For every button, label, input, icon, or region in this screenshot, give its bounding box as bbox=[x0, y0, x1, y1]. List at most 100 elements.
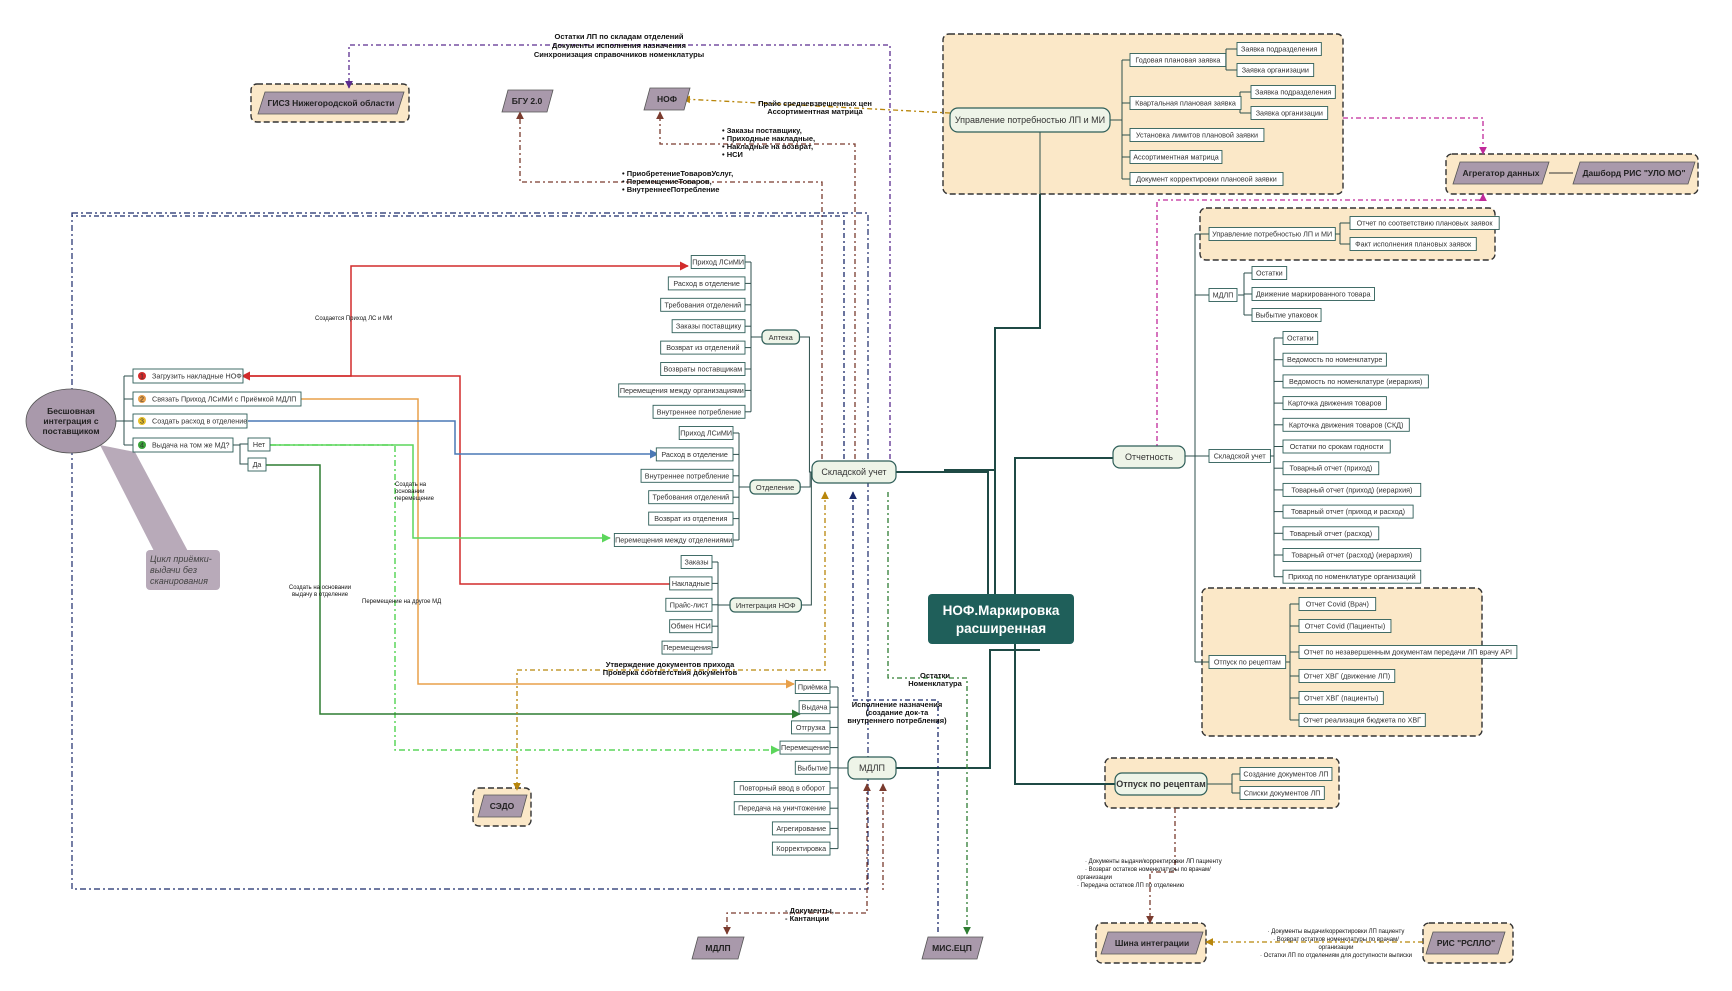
apteka-item-3[interactable]: Заказы поставщику bbox=[671, 319, 746, 334]
otch-sklad-item-3[interactable]: Карточка движения товаров bbox=[1282, 396, 1387, 411]
svg-text:Приход ЛСиМИ: Приход ЛСиМИ bbox=[680, 429, 732, 438]
apteka-item-6[interactable]: Перемещения между организациями bbox=[618, 383, 746, 398]
apteka-item-2[interactable]: Требования отделений bbox=[660, 297, 746, 312]
step4-no[interactable]: Нет bbox=[247, 437, 271, 452]
otdelenie-item-2[interactable]: Внутреннее потребление bbox=[640, 468, 734, 483]
mdlp-item-1[interactable]: Выдача bbox=[798, 700, 831, 715]
otdelenie-item-3[interactable]: Требования отделений bbox=[648, 490, 734, 505]
upr-godovaya-item-1[interactable]: Заявка организации bbox=[1236, 63, 1315, 77]
mdlp-item-6[interactable]: Передача на уничтожение bbox=[733, 801, 831, 816]
otch-sklad-item-5[interactable]: Остатки по срокам годности bbox=[1282, 439, 1391, 454]
hub-otchetnost[interactable]: Отчетность bbox=[1112, 445, 1186, 469]
otch-sklad-item-0[interactable]: Остатки bbox=[1282, 331, 1319, 345]
apteka-item-7[interactable]: Внутреннее потребление bbox=[652, 404, 746, 419]
otch-otpusk-item-4[interactable]: Отчет ХВГ (пациенты) bbox=[1298, 691, 1384, 705]
central-node[interactable]: НОФ.Маркировка расширенная bbox=[928, 594, 1074, 644]
otch-sklad-item-8[interactable]: Товарный отчет (приход и расход) bbox=[1282, 504, 1414, 519]
otch-sklad-item-10[interactable]: Товарный отчет (расход) (иерархия) bbox=[1282, 548, 1422, 562]
otch-otpusk-item-3[interactable]: Отчет ХВГ (движение ЛП) bbox=[1298, 669, 1396, 683]
upr-kvartal-item-0[interactable]: Заявка подразделения bbox=[1250, 85, 1336, 99]
svg-text:Возвраты поставщикам: Возвраты поставщикам bbox=[663, 365, 742, 374]
svg-text:Движение маркированного товара: Движение маркированного товара bbox=[1256, 290, 1371, 299]
otch-sklad-item-2[interactable]: Ведомость по номенклатуре (иерархия) bbox=[1282, 374, 1429, 389]
svg-text:Шина интеграции: Шина интеграции bbox=[1115, 938, 1189, 948]
otdelenie-item-4[interactable]: Возврат из отделения bbox=[648, 511, 734, 526]
upr-other-0[interactable]: Установка лимитов плановой заявки bbox=[1129, 128, 1265, 142]
ext-sedo[interactable]: СЭДО bbox=[477, 794, 528, 818]
upr-other-1[interactable]: Ассортиментная матрица bbox=[1129, 150, 1223, 164]
node-integr[interactable]: Интеграция НОФ bbox=[729, 597, 802, 613]
ext-mdlp[interactable]: МДЛП bbox=[691, 936, 745, 960]
svg-text:Заявка подразделения: Заявка подразделения bbox=[1255, 88, 1331, 97]
hub-mdlp[interactable]: МДЛП bbox=[847, 756, 897, 780]
otdelenie-item-0[interactable]: Приход ЛСиМИ bbox=[678, 426, 734, 440]
upr-kvartal[interactable]: Квартальная плановая заявка bbox=[1129, 96, 1242, 110]
ext-aggregator[interactable]: Агрегатор данных bbox=[1452, 161, 1550, 185]
otch-sklad-item-9[interactable]: Товарный отчет (расход) bbox=[1282, 526, 1380, 541]
otch-sklad-item-11[interactable]: Приход по номенклатуре организаций bbox=[1282, 569, 1422, 584]
otch-mdlp[interactable]: МДЛП bbox=[1208, 288, 1238, 302]
otch-upr-item-0[interactable]: Отчет по соответствию плановых заявок bbox=[1349, 216, 1500, 230]
otpusk-item-0[interactable]: Создание документов ЛП bbox=[1239, 767, 1333, 781]
apteka-item-1[interactable]: Расход в отделение bbox=[667, 276, 746, 291]
otch-upr[interactable]: Управление потребностью ЛП и МИ bbox=[1208, 227, 1336, 241]
mdlp-item-2[interactable]: Отгрузка bbox=[791, 720, 831, 735]
otdelenie-item-1[interactable]: Расход в отделение bbox=[655, 447, 734, 462]
ext-rsllo[interactable]: РИС "РСЛЛО" bbox=[1425, 931, 1506, 955]
upr-kvartal-item-1[interactable]: Заявка организации bbox=[1250, 106, 1329, 120]
mdlp-item-3[interactable]: Перемещение bbox=[779, 740, 831, 755]
anno-rsllo-2: · Возврат остатков номенклатуры по врача… bbox=[1273, 937, 1399, 943]
step4-yes[interactable]: Да bbox=[247, 457, 267, 472]
upr-godovaya[interactable]: Годовая плановая заявка bbox=[1129, 53, 1227, 67]
mdlp-item-8[interactable]: Корректировка bbox=[771, 841, 831, 856]
otdelenie-item-5[interactable]: Перемещения между отделениями bbox=[613, 533, 734, 547]
otch-otpusk[interactable]: Отпуск по рецептам bbox=[1208, 655, 1287, 669]
integr-item-4[interactable]: Перемещения bbox=[661, 640, 713, 655]
integr-item-0[interactable]: Заказы bbox=[680, 555, 713, 569]
otch-otpusk-item-2[interactable]: Отчет по незавершенным документам переда… bbox=[1298, 645, 1518, 659]
integr-item-2[interactable]: Прайс-лист bbox=[665, 597, 713, 612]
anno-vydacha-2: выдачу в отделение bbox=[292, 592, 349, 598]
otch-mdlp-item-2[interactable]: Выбытие упаковок bbox=[1251, 308, 1322, 322]
otpusk-item-1[interactable]: Списки документов ЛП bbox=[1239, 786, 1325, 800]
apteka-item-5[interactable]: Возвраты поставщикам bbox=[660, 362, 746, 376]
otch-otpusk-item-1[interactable]: Отчет Covid (Пациенты) bbox=[1298, 619, 1392, 633]
otch-otpusk-item-0[interactable]: Отчет Covid (Врач) bbox=[1298, 597, 1377, 611]
ext-dashboard[interactable]: Дашборд РИС "УЛО МО" bbox=[1572, 161, 1696, 185]
otch-sklad-item-6[interactable]: Товарный отчет (приход) bbox=[1282, 461, 1380, 476]
ext-shina[interactable]: Шина интеграции bbox=[1100, 931, 1204, 955]
otch-mdlp-item-1[interactable]: Движение маркированного товара bbox=[1251, 287, 1375, 301]
upr-godovaya-item-0[interactable]: Заявка подразделения bbox=[1236, 42, 1322, 56]
otch-mdlp-item-0[interactable]: Остатки bbox=[1251, 266, 1288, 280]
svg-text:Складской учет: Складской учет bbox=[821, 467, 886, 477]
otch-sklad-item-4[interactable]: Карточка движения товаров (СКД) bbox=[1282, 417, 1410, 432]
ext-mis[interactable]: МИС.ЕЦП bbox=[921, 936, 984, 960]
undefined bbox=[1207, 774, 1233, 793]
node-otdelenie[interactable]: Отделение bbox=[749, 479, 801, 495]
apteka-item-4[interactable]: Возврат из отделений bbox=[660, 340, 746, 355]
mdlp-item-7[interactable]: Агрегирование bbox=[771, 821, 831, 836]
hub-sklad[interactable]: Складской учет bbox=[811, 460, 897, 484]
ext-nof[interactable]: НОФ bbox=[643, 87, 691, 111]
integr-item-1[interactable]: Накладные bbox=[669, 576, 713, 591]
hub-upravlenie[interactable]: Управление потребностью ЛП и МИ bbox=[949, 107, 1111, 133]
otch-upr-item-1[interactable]: Факт исполнения плановых заявок bbox=[1349, 237, 1477, 251]
node-apteka[interactable]: Аптека bbox=[761, 329, 801, 345]
mdlp-item-4[interactable]: Выбытие bbox=[794, 760, 831, 775]
otch-otpusk-item-5[interactable]: Отчет реализация бюджета по ХВГ bbox=[1298, 713, 1426, 727]
mdlp-item-5[interactable]: Повторный ввод в оборот bbox=[733, 781, 831, 795]
ext-gisz[interactable]: ГИСЗ Нижегородской области bbox=[257, 91, 405, 115]
upr-other-2[interactable]: Документ корректировки плановой заявки bbox=[1129, 172, 1284, 186]
apteka-item-0[interactable]: Приход ЛСиМИ bbox=[690, 255, 746, 269]
hub-otpusk[interactable]: Отпуск по рецептам bbox=[1114, 772, 1208, 796]
otch-sklad-item-7[interactable]: Товарный отчет (приход) (иерархия) bbox=[1282, 482, 1422, 497]
integr-item-3[interactable]: Обмен НСИ bbox=[669, 619, 713, 634]
otch-sklad-item-1[interactable]: Ведомость по номенклатуре bbox=[1282, 352, 1387, 367]
otch-sklad[interactable]: Складской учет bbox=[1208, 449, 1271, 463]
ext-bgu[interactable]: БГУ 2.0 bbox=[501, 89, 554, 113]
mdlp-item-0[interactable]: Приёмка bbox=[794, 680, 831, 694]
